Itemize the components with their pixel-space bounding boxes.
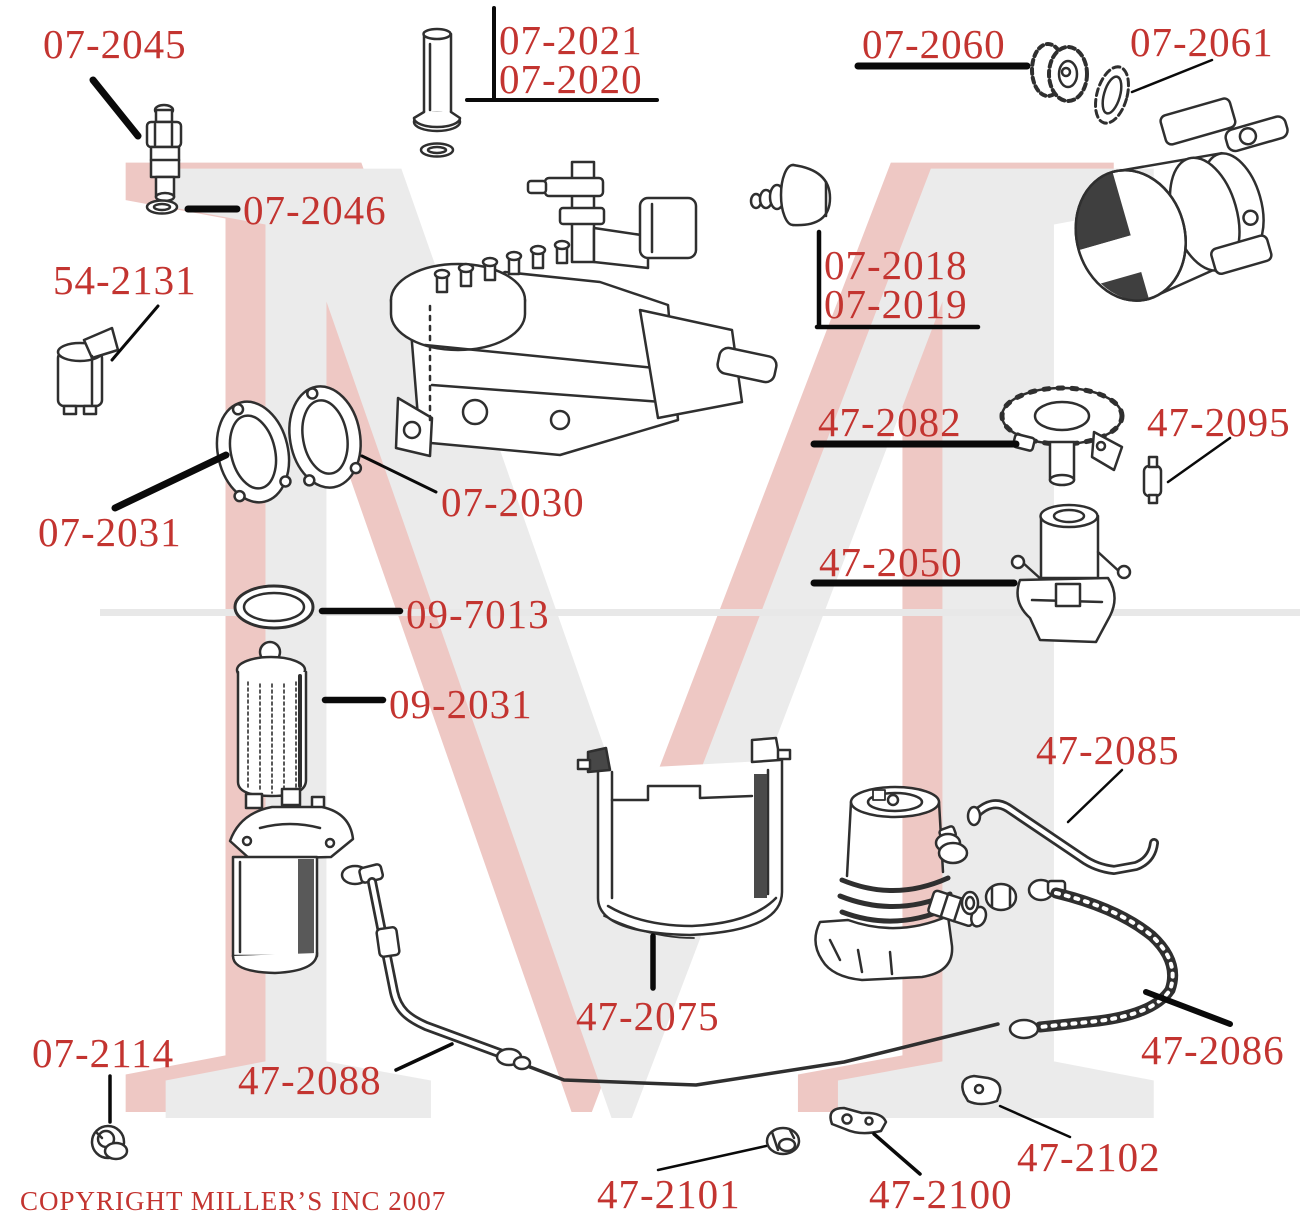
fuel-hose-front-drawing: [340, 863, 532, 1071]
o-ring-small-drawing: [145, 199, 179, 215]
throttle-body-drawing: [1074, 97, 1289, 302]
part-label-47-2086[interactable]: 47-2086: [1141, 1027, 1285, 1073]
injection-pump-drawing: [389, 160, 778, 458]
filter-element-drawing: [235, 640, 308, 798]
part-label-47-2082[interactable]: 47-2082: [818, 399, 962, 445]
valve-gasket-drawing: [1094, 65, 1130, 125]
clip-right-drawing: [961, 1074, 1002, 1106]
part-label-47-2100[interactable]: 47-2100: [869, 1171, 1013, 1217]
part-label-07-2020[interactable]: 07-2020: [499, 56, 643, 102]
guide-tube-drawing: [412, 27, 462, 158]
o-ring-large-drawing: [233, 584, 315, 630]
part-label-09-2031[interactable]: 09-2031: [389, 681, 533, 727]
part-label-47-2102[interactable]: 47-2102: [1017, 1134, 1161, 1180]
part-label-07-2030[interactable]: 07-2030: [441, 479, 585, 525]
grommet-drawing: [90, 1124, 129, 1161]
part-label-47-2075[interactable]: 47-2075: [576, 993, 720, 1039]
part-label-47-2095[interactable]: 47-2095: [1147, 399, 1291, 445]
part-label-07-2031[interactable]: 07-2031: [38, 509, 182, 555]
part-label-07-2045[interactable]: 07-2045: [43, 21, 187, 67]
fuel-hose-lower-drawing: [1008, 887, 1179, 1040]
part-label-09-7013[interactable]: 09-7013: [406, 591, 550, 637]
leader-lines: [89, 6, 1233, 1176]
part-label-47-2085[interactable]: 47-2085: [1036, 727, 1180, 773]
part-label-07-2018[interactable]: 07-2018: [824, 242, 968, 288]
tank-sender-drawing: [999, 385, 1125, 487]
part-label-54-2131[interactable]: 54-2131: [53, 257, 197, 303]
damper-valve-drawing: [749, 163, 832, 227]
part-label-47-2101[interactable]: 47-2101: [597, 1171, 741, 1217]
fuel-pump-rear-drawing: [814, 785, 988, 982]
copyright-notice: COPYRIGHT MILLER’S INC 2007: [20, 1186, 447, 1216]
part-label-07-2060[interactable]: 07-2060: [862, 21, 1006, 67]
inline-valve-drawing: [1142, 455, 1163, 505]
watermark-rule: [100, 609, 1300, 616]
part-label-07-2061[interactable]: 07-2061: [1130, 19, 1274, 65]
nut-small-drawing: [765, 1126, 801, 1156]
electric-pump-drawing: [1010, 503, 1132, 644]
flange-gasket-right-drawing: [288, 385, 363, 489]
filter-housing-drawing: [228, 787, 355, 975]
part-label-07-2019[interactable]: 07-2019: [824, 281, 968, 327]
clip-center-drawing: [829, 1106, 888, 1135]
solenoid-drawing: [56, 326, 120, 416]
fuel-hose-upper-drawing: [966, 799, 1159, 875]
flange-gasket-left-drawing: [215, 400, 292, 504]
canister-drawing: [576, 736, 792, 939]
part-label-47-2088[interactable]: 47-2088: [238, 1057, 382, 1103]
check-valve-drawing: [1030, 42, 1089, 103]
temp-sensor-drawing: [145, 103, 183, 203]
part-label-47-2050[interactable]: 47-2050: [819, 539, 963, 585]
fuel-line-drawing: [528, 1022, 1000, 1087]
part-label-07-2046[interactable]: 07-2046: [243, 187, 387, 233]
fittings-drawing: [934, 825, 1067, 916]
part-label-07-2021[interactable]: 07-2021: [499, 17, 643, 63]
part-label-07-2114[interactable]: 07-2114: [32, 1030, 175, 1076]
